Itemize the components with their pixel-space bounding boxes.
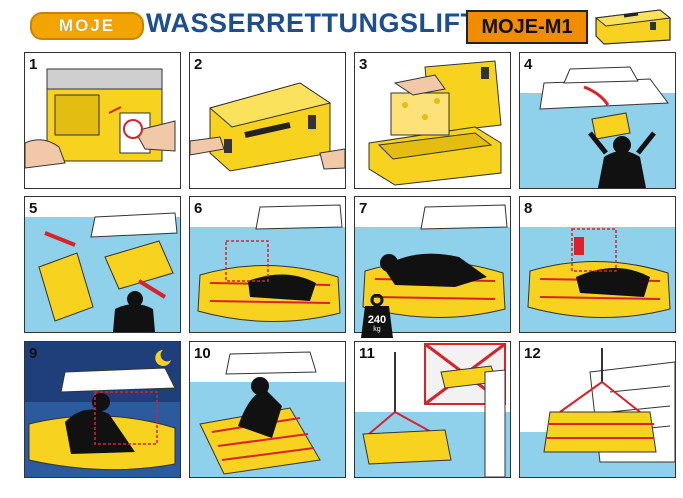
panel-6-illustration [190,204,345,332]
panel-10: 10 [189,341,346,478]
weight-value: 240 [367,314,387,326]
panel-number: 4 [524,56,533,73]
weight-icon [361,294,393,338]
panel-number: 6 [194,200,203,217]
panel-number: 11 [359,345,375,362]
panel-number: 12 [524,345,541,362]
logo-text: MOJE [58,16,116,35]
panel-number: 1 [29,56,38,73]
panel-5-illustration [25,212,180,332]
panel-3-illustration [368,60,502,186]
panel-12-illustration [520,348,675,477]
panel-9: 9 [24,341,181,478]
panel-2: 2 [189,52,346,189]
model-badge: MOJE-M1 [466,10,588,44]
panel-4-illustration [520,66,675,188]
page-title: WASSERRETTUNGSLIFT® [146,8,485,39]
panel-number: 5 [29,200,38,217]
case-thumbnail-icon [594,9,672,45]
header: MOJE WASSERRETTUNGSLIFT® MOJE-M1 [0,0,683,50]
moje-logo: MOJE [30,12,144,40]
panel-number: 2 [194,56,203,73]
panel-2-illustration [190,82,345,172]
panel-8-illustration [520,227,675,332]
panel-number: 9 [29,345,38,362]
panel-6: 6 [189,196,346,333]
panel-9-illustration [25,342,180,477]
panel-10-illustration [190,351,345,477]
panel-8: 8 [519,196,676,333]
title-text: WASSERRETTUNGSLIFT [146,8,478,38]
panel-1: 1 [24,52,181,189]
weight-unit: kg [373,326,381,333]
model-text: MOJE-M1 [481,15,573,38]
panel-5: 5 [24,196,181,333]
panel-4: 4 [519,52,676,189]
panel-12: 12 [519,341,676,478]
panel-1-illustration [25,68,176,169]
panel-number: 7 [359,200,368,217]
panel-11: 11 [354,341,511,478]
weight-badge: 240 kg [360,294,394,338]
panel-number: 10 [194,345,211,362]
panel-3: 3 [354,52,511,189]
panel-number: 8 [524,200,533,217]
panel-11-illustration [355,342,510,477]
panel-number: 3 [359,56,368,73]
